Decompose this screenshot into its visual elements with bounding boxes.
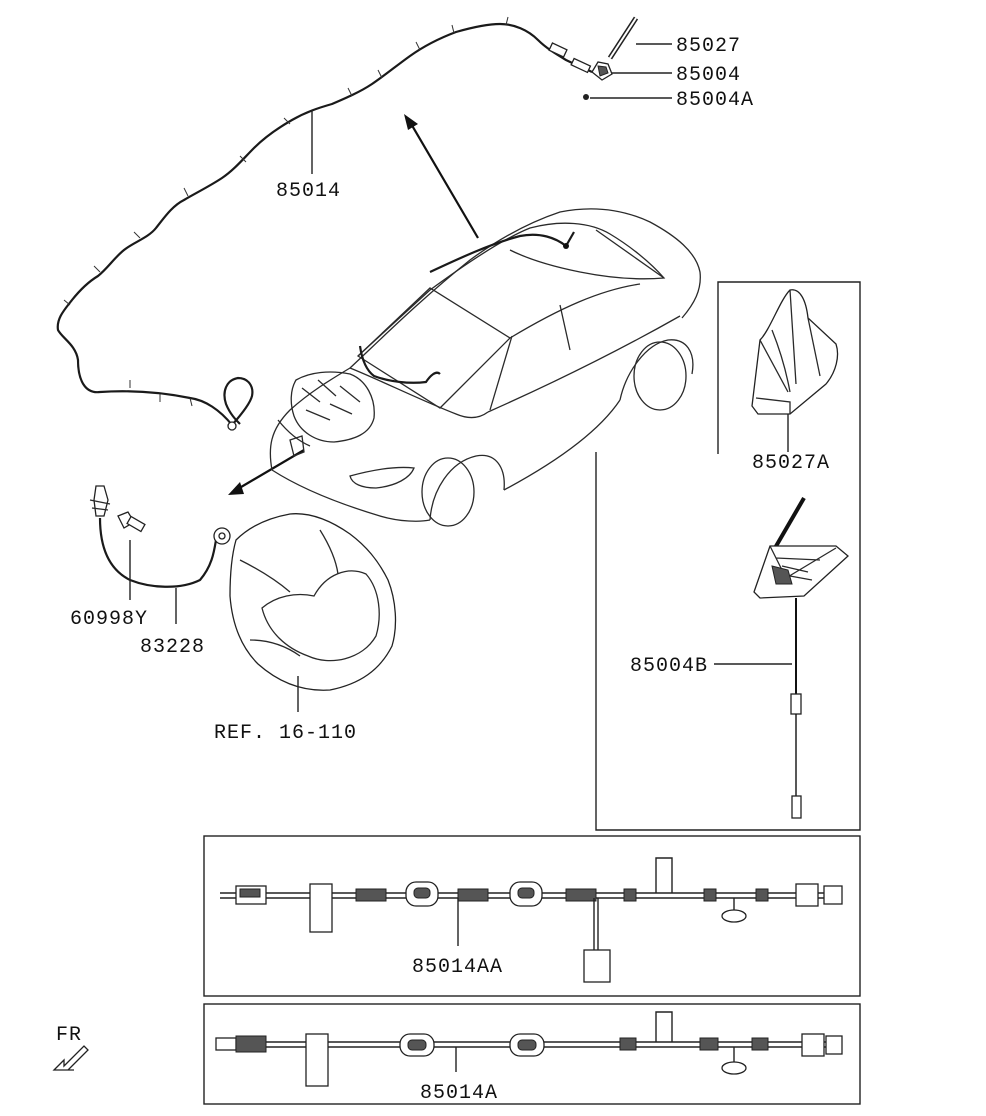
label-60998Y: 60998Y [70,608,148,631]
harness-box-85014A [203,1003,861,1105]
vehicle-outline [269,208,701,527]
harness-box-85014AA [203,835,861,997]
label-85014AA: 85014AA [412,956,503,979]
label-ref-16-110: REF. 16-110 [214,722,357,745]
antenna-rod-85027 [607,16,639,60]
label-85014: 85014 [276,180,341,203]
arrow-to-front [228,449,305,495]
ground-cable-83228 [89,485,231,588]
detail-box-85004B [595,452,861,831]
label-85027: 85027 [676,35,741,58]
bolt-60998Y [117,511,146,533]
arrow-to-roof [404,114,479,239]
label-85014A: 85014A [420,1082,498,1105]
antenna-base-85004 [591,61,613,81]
label-85027A: 85027A [752,452,830,475]
roof-harness-85014 [56,16,593,431]
front-direction-indicator [52,1045,89,1071]
antenna-clip-85004A [583,94,589,100]
transmission-ref-16-110 [229,513,397,691]
label-85004: 85004 [676,64,741,87]
compass-label-fr: FR [56,1024,82,1047]
label-85004B: 85004B [630,655,708,678]
label-83228: 83228 [140,636,205,659]
detail-box-85027A [717,281,861,454]
label-85004A: 85004A [676,89,754,112]
